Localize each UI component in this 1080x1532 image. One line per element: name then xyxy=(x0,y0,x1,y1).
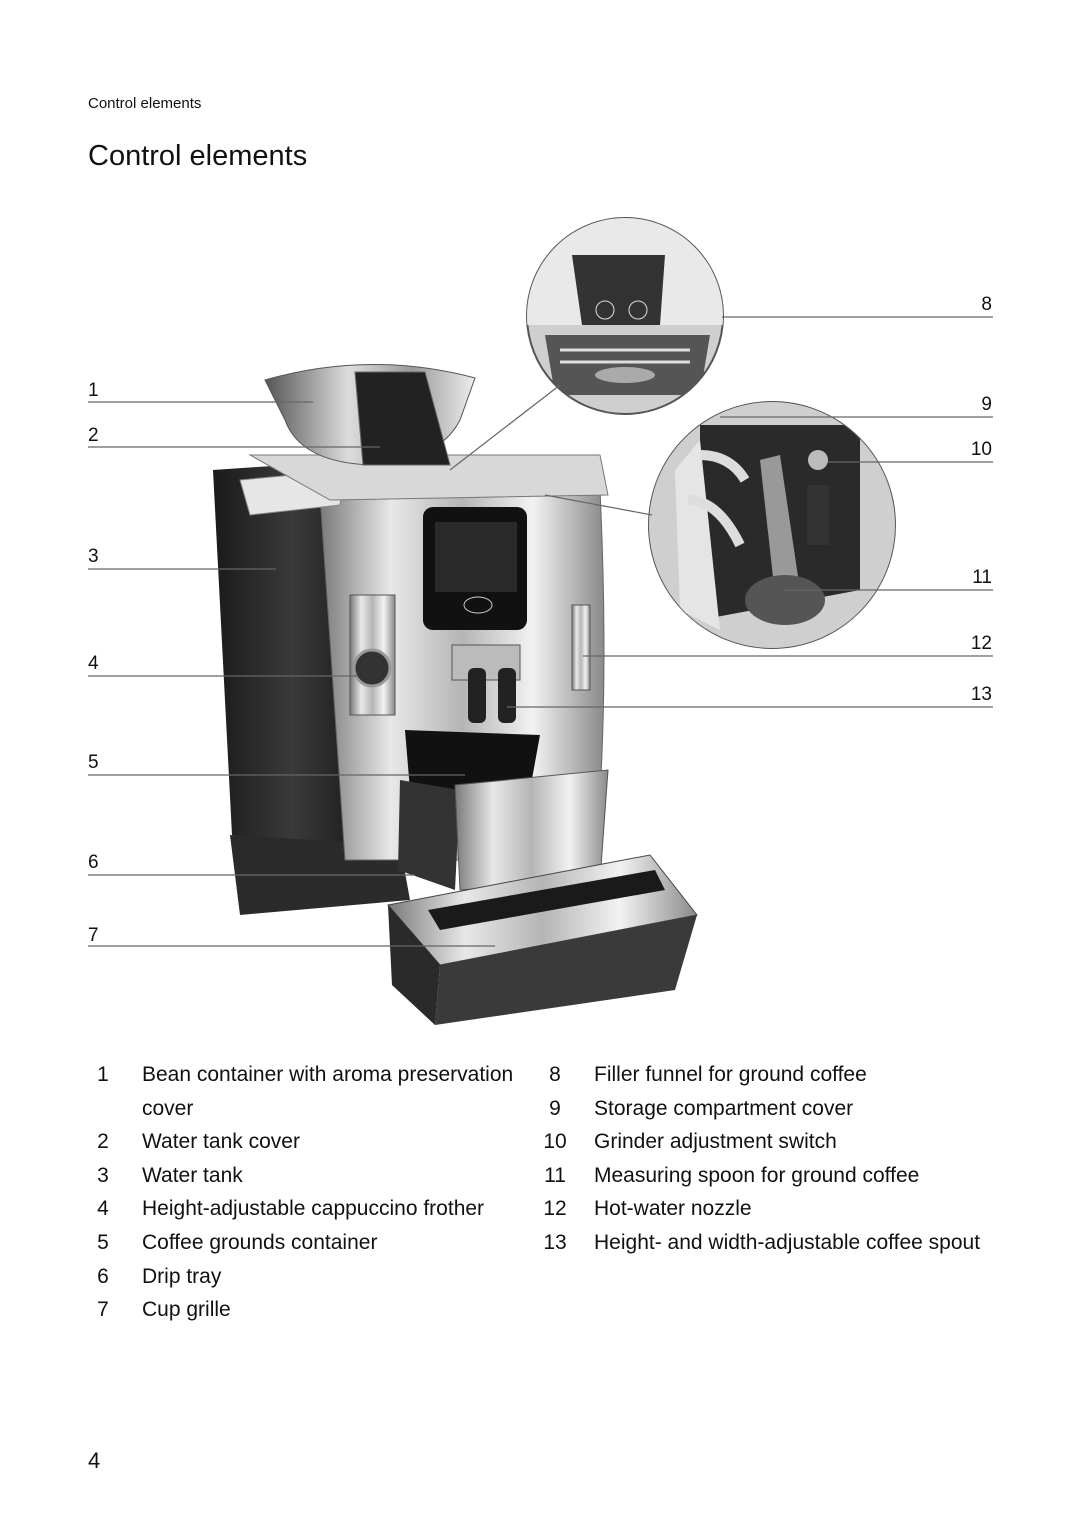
leader-lines xyxy=(88,316,993,947)
callout-5: 5 xyxy=(88,752,99,773)
inset-storage-compartment xyxy=(648,401,896,649)
legend-item: 10 Grinder adjustment switch xyxy=(540,1125,1000,1159)
legend-text: Water tank cover xyxy=(142,1130,300,1154)
callout-9: 9 xyxy=(981,394,992,415)
callout-3: 3 xyxy=(88,546,99,567)
page-number: 4 xyxy=(88,1448,101,1473)
callout-6: 6 xyxy=(88,852,99,873)
legend-item: 2 Water tank cover xyxy=(88,1125,528,1159)
legend-item: 5 Coffee grounds container xyxy=(88,1226,528,1260)
legend-number: 8 xyxy=(549,1063,561,1086)
legend-text: Measuring spoon for ground coffee xyxy=(594,1163,920,1187)
legend-number: 9 xyxy=(549,1096,561,1120)
legend-number: 12 xyxy=(543,1197,567,1221)
legend-text: Height- and width-adjustable coffee spou… xyxy=(594,1230,981,1254)
legend-item: 4 Height-adjustable cappuccino frother xyxy=(88,1192,528,1226)
legend-number: 3 xyxy=(97,1163,109,1187)
legend-number: 2 xyxy=(97,1130,109,1154)
legend-item: 1 Bean container with aroma preservation… xyxy=(88,1058,528,1125)
inset-filler-funnel xyxy=(526,217,724,415)
callout-13: 13 xyxy=(970,684,992,705)
legend-number: 11 xyxy=(544,1163,566,1187)
callout-8: 8 xyxy=(981,294,992,315)
legend-number: 5 xyxy=(97,1230,109,1254)
legend-number: 4 xyxy=(97,1197,109,1221)
callout-1: 1 xyxy=(88,380,99,401)
coffee-machine-illustration xyxy=(88,217,993,1025)
legend-item: 11 Measuring spoon for ground coffee xyxy=(540,1159,1000,1193)
callout-12: 12 xyxy=(970,633,992,654)
bean-container xyxy=(264,363,476,466)
legend-text: Cup grille xyxy=(142,1298,231,1322)
legend-text: Drip tray xyxy=(142,1264,222,1288)
callout-10: 10 xyxy=(970,439,992,460)
legend-text: Storage compartment cover xyxy=(594,1096,854,1120)
legend-number: 10 xyxy=(543,1130,567,1154)
legend-text: Height-adjustable cappuccino frother xyxy=(142,1197,485,1221)
legend-item: 7 Cup grille xyxy=(88,1293,528,1327)
legend-text: Water tank xyxy=(142,1163,243,1187)
machine-body xyxy=(213,454,698,1025)
legend-number: 1 xyxy=(97,1063,109,1086)
legend-text: Bean container with aroma preservation c… xyxy=(142,1063,514,1120)
legend-item: 6 Drip tray xyxy=(88,1260,528,1294)
legend-text: Coffee grounds container xyxy=(142,1230,378,1254)
callout-4: 4 xyxy=(88,653,99,674)
legend-item: 3 Water tank xyxy=(88,1159,528,1193)
legend-left: 1 Bean container with aroma preservation… xyxy=(88,1058,528,1327)
legend-text: Filler funnel for ground coffee xyxy=(594,1063,867,1086)
callout-7: 7 xyxy=(88,925,99,946)
legend-number: 7 xyxy=(97,1298,109,1322)
legend-number: 6 xyxy=(97,1264,109,1288)
legend-number: 13 xyxy=(543,1230,567,1254)
callout-11: 11 xyxy=(972,567,992,588)
legend-text: Grinder adjustment switch xyxy=(594,1130,837,1154)
callout-2: 2 xyxy=(88,425,99,446)
page-title: Control elements xyxy=(88,140,308,172)
legend-right: 8 Filler funnel for ground coffee 9 Stor… xyxy=(540,1058,1000,1260)
legend-text: Hot-water nozzle xyxy=(594,1197,752,1221)
legend-item: 9 Storage compartment cover xyxy=(540,1092,1000,1126)
running-head: Control elements xyxy=(88,95,202,112)
legend-item: 12 Hot-water nozzle xyxy=(540,1192,1000,1226)
legend-item: 13 Height- and width-adjustable coffee s… xyxy=(540,1226,1000,1260)
legend-item: 8 Filler funnel for ground coffee xyxy=(540,1058,1000,1092)
